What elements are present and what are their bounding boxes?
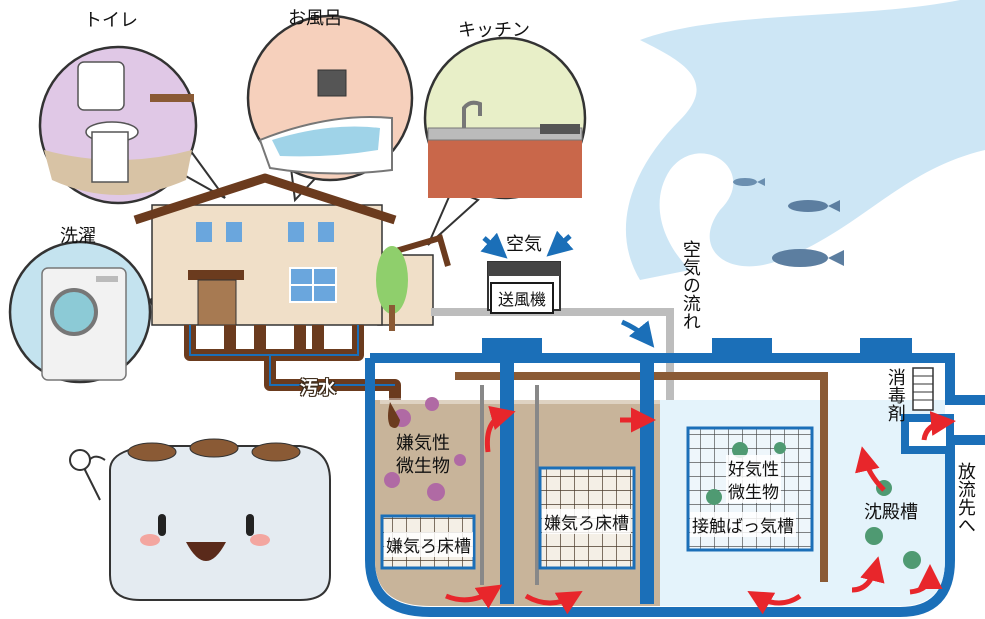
toilet-label: トイレ bbox=[84, 10, 138, 31]
aerobic-microbes-label-2: 微生物 bbox=[726, 478, 781, 503]
disinfectant-label: 消毒剤 bbox=[884, 368, 906, 422]
tank-mascot bbox=[69, 438, 331, 601]
blower-label: 送風機 bbox=[490, 282, 555, 314]
anaerobic-microbes-label-2: 微生物 bbox=[396, 456, 450, 477]
air-arrow-left bbox=[480, 232, 508, 259]
contact-aeration-label: 接触ばっ気槽 bbox=[690, 512, 796, 537]
house bbox=[133, 173, 451, 331]
fish-3 bbox=[772, 249, 844, 267]
toilet-bubble bbox=[38, 45, 226, 205]
laundry-bubble bbox=[8, 240, 186, 384]
laundry-label: 洗濯 bbox=[60, 226, 96, 247]
aerobic-microbes-label-1: 好気性 bbox=[726, 455, 781, 480]
anaerobic-microbes-label-1: 嫌気性 bbox=[396, 433, 450, 454]
anaerobic-filter-label-1: 嫌気ろ床槽 bbox=[384, 532, 473, 557]
kitchen-bubble bbox=[423, 36, 587, 246]
air-arrow-right bbox=[546, 230, 574, 257]
bath-label: お風呂 bbox=[288, 8, 342, 29]
fish-1 bbox=[733, 178, 765, 186]
drain-pipe bbox=[184, 325, 401, 402]
air-flow-arrow bbox=[620, 319, 655, 348]
wastewater-drop bbox=[388, 402, 400, 428]
air-label: 空気 bbox=[506, 234, 542, 255]
flow-arrows bbox=[445, 405, 956, 615]
anaerobic-microbes bbox=[384, 397, 466, 501]
sedimentation-label: 沈殿槽 bbox=[864, 502, 918, 523]
discharge-label: 放流先へ bbox=[954, 462, 976, 534]
anaerobic-filter-label-2: 嫌気ろ床槽 bbox=[542, 509, 631, 534]
air-flow-label: 空気の流れ bbox=[679, 240, 701, 330]
wastewater-label: 汚水 bbox=[300, 378, 336, 399]
kitchen-label: キッチン bbox=[458, 20, 530, 41]
river bbox=[625, 0, 985, 280]
bath-bubble bbox=[246, 14, 414, 203]
fish-2 bbox=[788, 200, 840, 212]
